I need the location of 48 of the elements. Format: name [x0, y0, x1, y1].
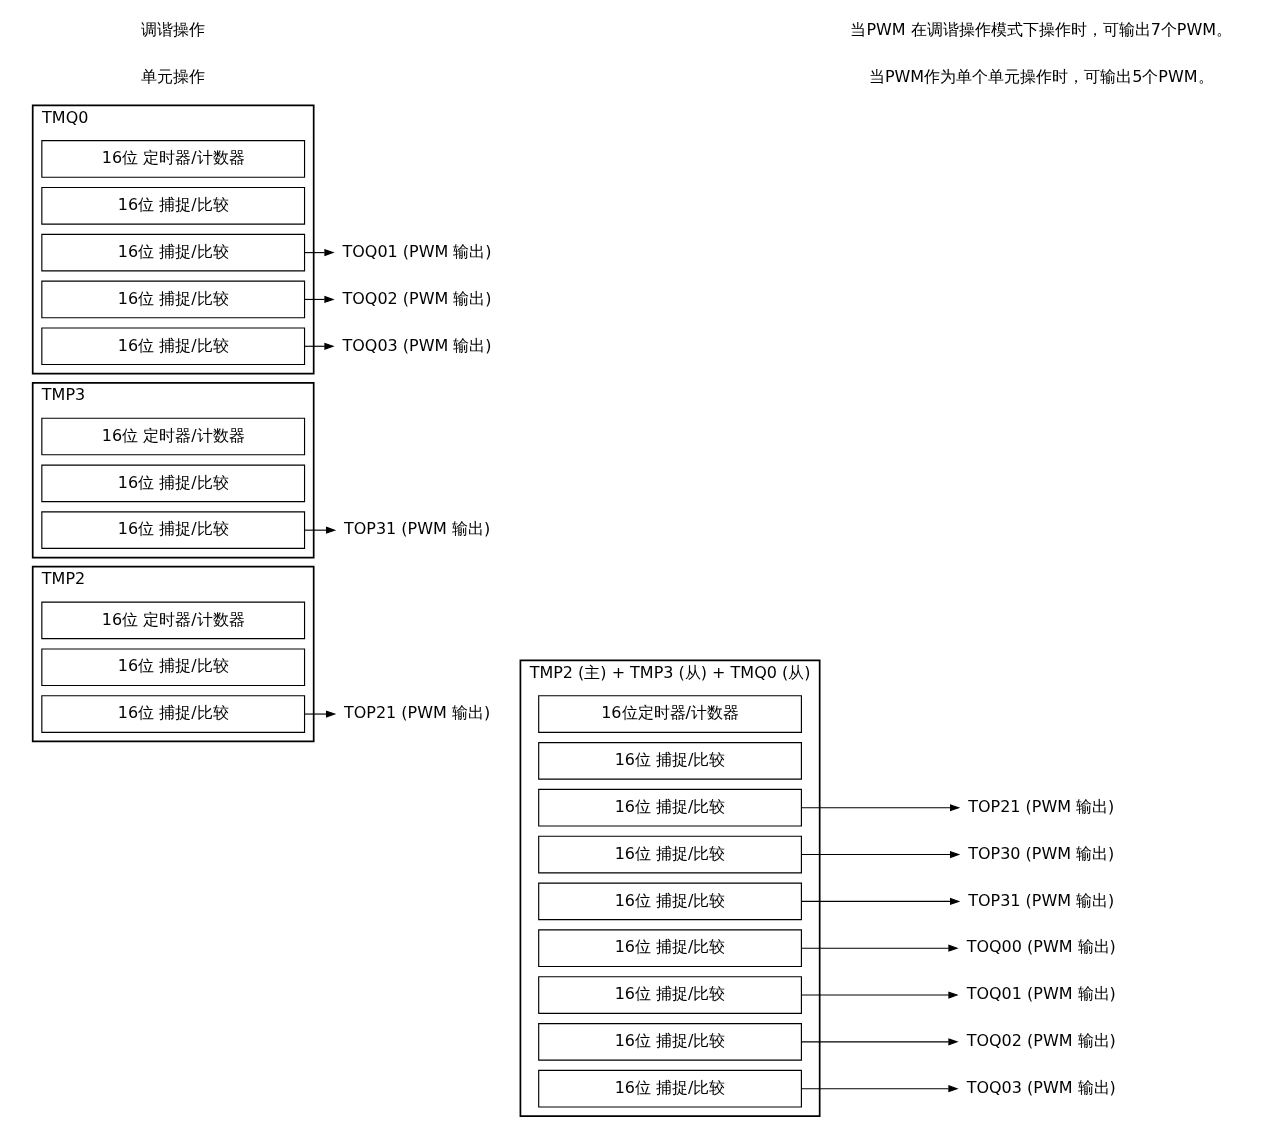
node-box: 16位 定时器/计数器	[40, 601, 305, 640]
arrow	[800, 850, 960, 859]
node-text: TOQ01 (PWM 输出)	[966, 984, 1116, 1004]
arrow	[303, 342, 335, 350]
node-box: 16位 定时器/计数器	[40, 417, 305, 456]
label: 调谐操作	[140, 20, 205, 40]
label: 当PWM作为单个单元操作时，可输出5个PWM。	[868, 67, 1214, 87]
node-box: 16位 捕捉/比较	[537, 788, 802, 827]
arrow	[303, 710, 336, 718]
node-box: 16位 捕捉/比较	[537, 1069, 802, 1108]
node-text: TOP31 (PWM 输出)	[343, 519, 490, 539]
node-text: TOP21 (PWM 输出)	[343, 703, 490, 723]
arrow	[800, 1038, 959, 1046]
node-box: 16位 捕捉/比较	[40, 695, 305, 733]
node-text: TOQ00 (PWM 输出)	[966, 937, 1116, 957]
node-box: 16位 捕捉/比较	[40, 511, 305, 549]
node-box: 16位 捕捉/比较	[40, 280, 305, 319]
arrow	[800, 1085, 959, 1093]
node-box: 16位 捕捉/比较	[537, 835, 802, 874]
node-text: TOP30 (PWM 输出)	[967, 843, 1114, 863]
arrow	[303, 526, 336, 534]
node-box: 16位定时器/计数器	[537, 695, 802, 733]
node-box: 16位 捕捉/比较	[537, 976, 802, 1014]
node-box: 16位 捕捉/比较	[537, 882, 802, 921]
label: 单元操作	[140, 67, 205, 87]
node-text: TOQ03 (PWM 输出)	[966, 1077, 1116, 1097]
node-box: 16位 捕捉/比较	[40, 327, 305, 366]
node-box: 16位 捕捉/比较	[40, 186, 305, 225]
arrow	[800, 944, 959, 952]
node-text: TOQ03 (PWM 输出)	[341, 335, 492, 355]
node-box: 16位 捕捉/比较	[40, 233, 305, 272]
arrow	[800, 804, 960, 812]
node-box: 16位 定时器/计数器	[40, 140, 305, 178]
node-box: 16位 捕捉/比较	[40, 648, 305, 687]
arrow	[800, 897, 960, 905]
node-box: 16位 捕捉/比较	[537, 1023, 802, 1061]
arrow	[800, 991, 959, 999]
node-text: TOQ02 (PWM 输出)	[341, 288, 492, 308]
node-text: TOP31 (PWM 输出)	[967, 890, 1114, 910]
node-text: TOQ01 (PWM 输出)	[341, 241, 492, 261]
node-box: 16位 捕捉/比较	[40, 464, 305, 503]
node-box: 16位 捕捉/比较	[537, 929, 802, 968]
node-text: TOP21 (PWM 输出)	[967, 796, 1114, 816]
node-text: TOQ02 (PWM 输出)	[966, 1031, 1116, 1051]
arrow	[303, 295, 335, 304]
node-box: 16位 捕捉/比较	[537, 742, 802, 780]
label: 当PWM 在调谐操作模式下操作时，可输出7个PWM。	[849, 20, 1232, 40]
arrow	[303, 249, 335, 257]
